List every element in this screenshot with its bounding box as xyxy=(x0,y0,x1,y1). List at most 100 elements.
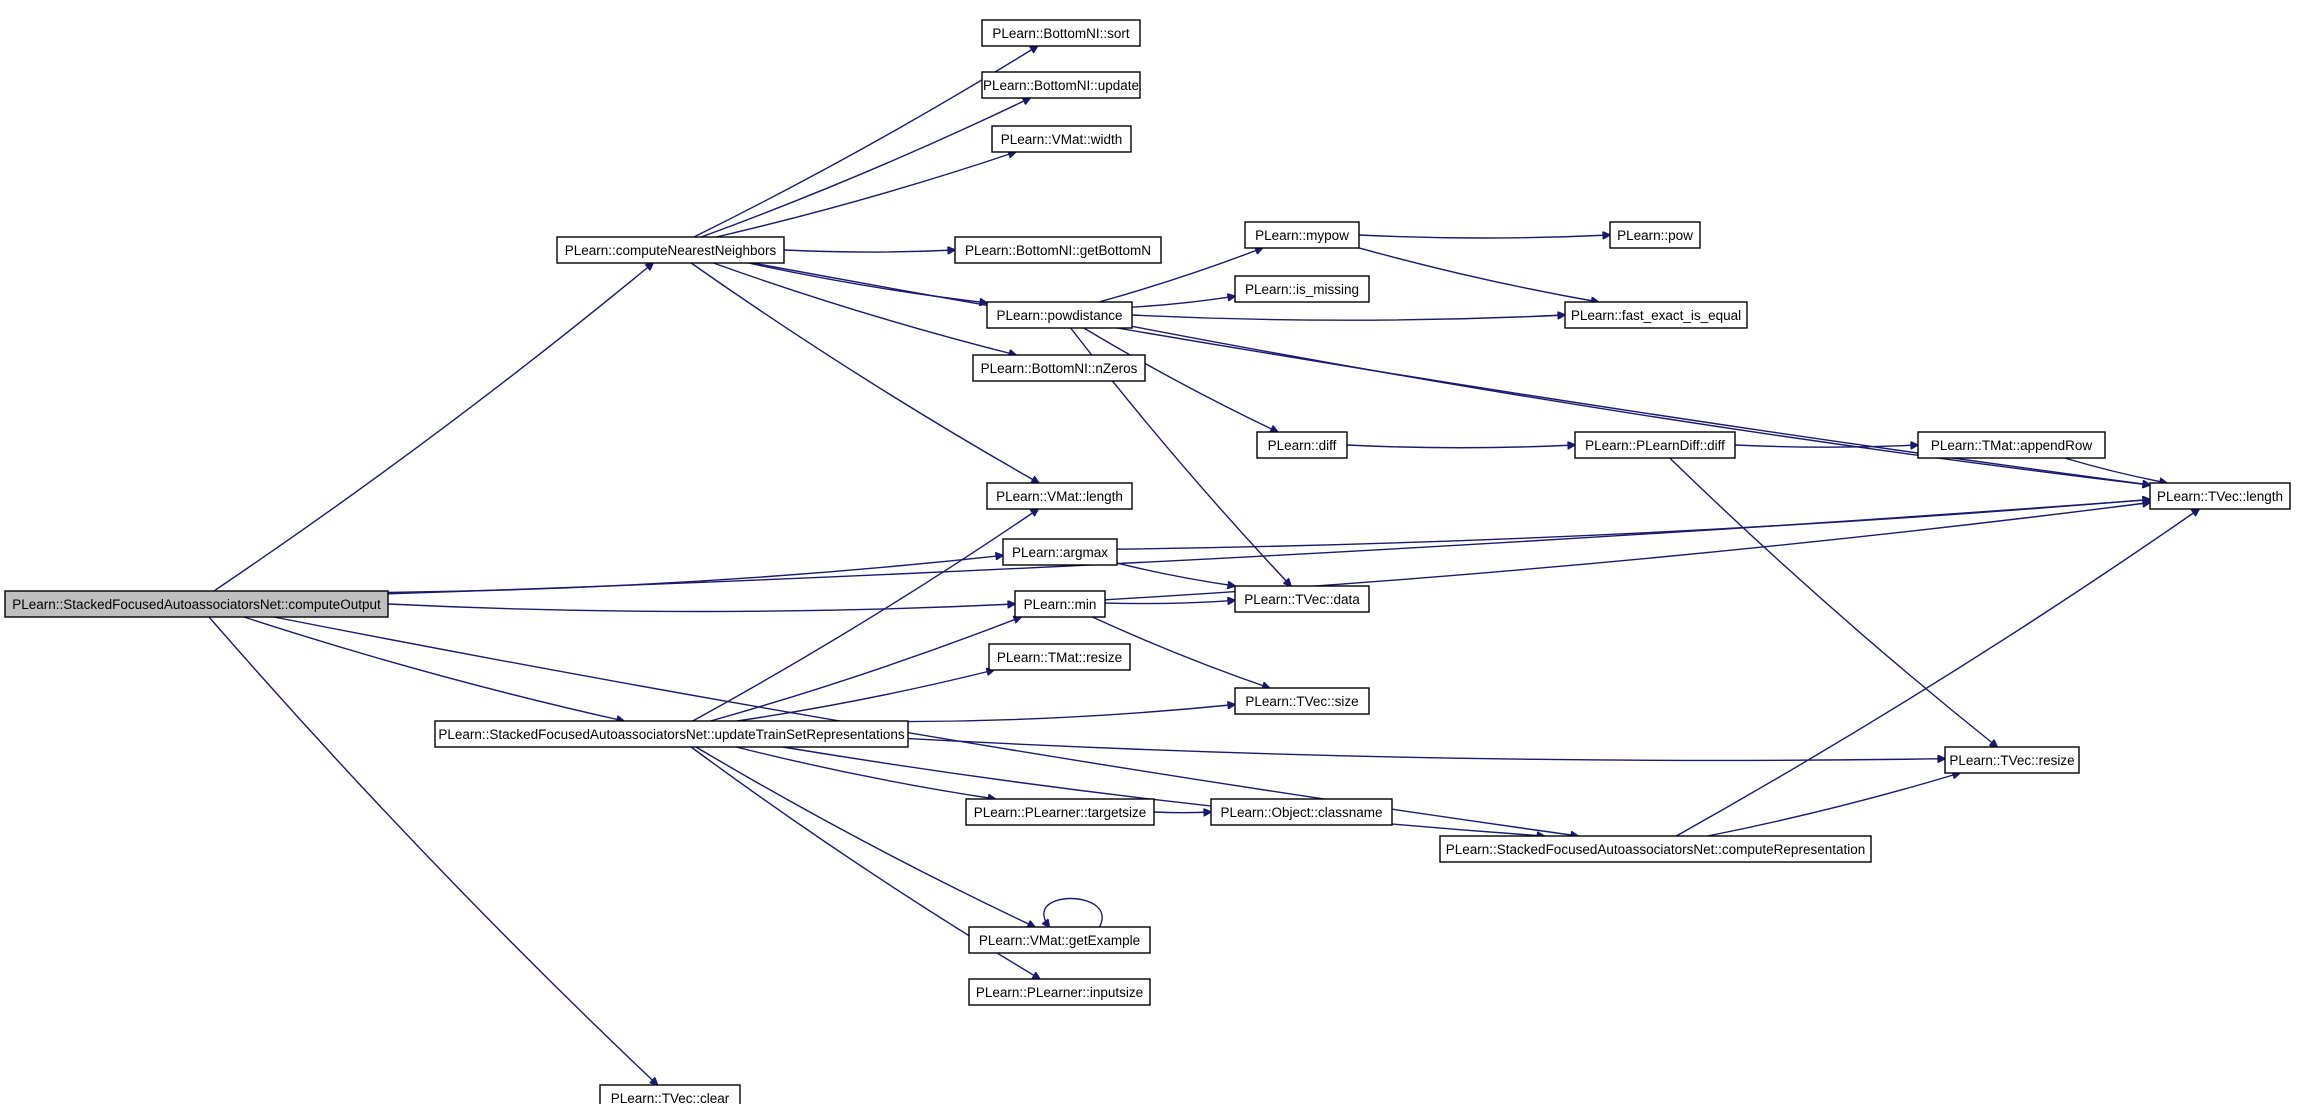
node-root[interactable]: PLearn::StackedFocusedAutoassociatorsNet… xyxy=(4,590,389,618)
node-box xyxy=(4,590,389,618)
node-min[interactable]: PLearn::min xyxy=(1014,590,1106,618)
edge-targetsize-to-classname xyxy=(1153,812,1211,813)
node-inputsize[interactable]: PLearn::PLearner::inputsize xyxy=(968,978,1151,1006)
node-cnn[interactable]: PLearn::computeNearestNeighbors xyxy=(556,236,785,264)
node-bngetbottom[interactable]: PLearn::BottomNI::getBottomN xyxy=(954,236,1162,264)
node-box xyxy=(1234,687,1370,715)
node-label: PLearn::argmax xyxy=(1012,545,1108,560)
edge-cnn-to-vmlength xyxy=(690,262,1039,483)
node-label: PLearn::fast_exact_is_equal xyxy=(1571,308,1741,323)
node-getexample[interactable]: PLearn::VMat::getExample xyxy=(968,926,1151,954)
edge-pldiff-to-appendrow xyxy=(1734,445,1918,447)
edges xyxy=(208,46,2199,1085)
node-box xyxy=(434,720,909,748)
node-tvresize[interactable]: PLearn::TVec::resize xyxy=(1944,746,2080,774)
node-label: PLearn::PLearner::inputsize xyxy=(976,985,1143,1000)
node-vmwidth[interactable]: PLearn::VMat::width xyxy=(991,125,1132,153)
edge-comprep-to-tvresize xyxy=(1707,773,1960,837)
node-label: PLearn::TMat::appendRow xyxy=(1931,438,2093,453)
node-box xyxy=(1234,585,1370,613)
edge-root-to-clear xyxy=(208,616,658,1085)
node-box xyxy=(2149,482,2291,510)
node-tvlength[interactable]: PLearn::TVec::length xyxy=(2149,482,2291,510)
node-label: PLearn::StackedFocusedAutoassociatorsNet… xyxy=(438,727,905,742)
node-pldiff[interactable]: PLearn::PLearnDiff::diff xyxy=(1574,431,1736,459)
node-label: PLearn::mypow xyxy=(1255,228,1349,243)
node-bnupdate[interactable]: PLearn::BottomNI::update xyxy=(981,71,1141,99)
node-clear[interactable]: PLearn::TVec::clear xyxy=(599,1084,741,1104)
edge-utsr-to-min xyxy=(710,617,1021,722)
node-bnsort[interactable]: PLearn::BottomNI::sort xyxy=(981,19,1141,47)
node-argmax[interactable]: PLearn::argmax xyxy=(1002,538,1118,566)
edge-powdist-to-diff xyxy=(1083,327,1278,432)
node-label: PLearn::PLearner::targetsize xyxy=(974,805,1147,820)
node-box xyxy=(968,978,1151,1006)
node-box xyxy=(986,301,1133,329)
edge-cnn-to-bngetbottom xyxy=(783,250,955,252)
node-box xyxy=(556,236,785,264)
node-bnnzeros[interactable]: PLearn::BottomNI::nZeros xyxy=(972,354,1146,382)
node-label: PLearn::Object::classname xyxy=(1220,805,1382,820)
edge-cnn-to-bnupdate xyxy=(701,98,1030,238)
node-box xyxy=(954,236,1162,264)
node-label: PLearn::pow xyxy=(1617,228,1693,243)
node-appendrow[interactable]: PLearn::TMat::appendRow xyxy=(1917,431,2106,459)
node-mypow[interactable]: PLearn::mypow xyxy=(1244,221,1360,249)
node-targetsize[interactable]: PLearn::PLearner::targetsize xyxy=(965,798,1155,826)
node-box xyxy=(1002,538,1118,566)
edge-pldiff-to-tvresize xyxy=(1669,457,1998,747)
node-label: PLearn::VMat::width xyxy=(1001,132,1123,147)
edge-argmax-to-tvlength xyxy=(1116,499,2150,550)
edge-cnn-to-powdist xyxy=(748,262,987,303)
node-ismissing[interactable]: PLearn::is_missing xyxy=(1234,275,1370,303)
edge-powdist-to-fastexact xyxy=(1131,315,1565,321)
node-fastexact[interactable]: PLearn::fast_exact_is_equal xyxy=(1564,301,1748,329)
edge-powdist-to-mypow xyxy=(1098,248,1263,303)
node-classname[interactable]: PLearn::Object::classname xyxy=(1210,798,1393,826)
edge-comprep-to-tvlength xyxy=(1675,509,2199,837)
node-label: PLearn::BottomNI::update xyxy=(983,78,1139,93)
edge-appendrow-to-tvlength xyxy=(2064,457,2167,483)
edge-root-to-utsr xyxy=(243,616,624,721)
node-box xyxy=(1944,746,2080,774)
node-box xyxy=(1917,431,2106,459)
node-tvsize[interactable]: PLearn::TVec::size xyxy=(1234,687,1370,715)
node-label: PLearn::TVec::resize xyxy=(1949,753,2074,768)
node-label: PLearn::VMat::length xyxy=(996,489,1123,504)
node-box xyxy=(981,71,1141,99)
node-label: PLearn::computeNearestNeighbors xyxy=(565,243,777,258)
node-label: PLearn::TVec::length xyxy=(2157,489,2283,504)
node-label: PLearn::VMat::getExample xyxy=(979,933,1140,948)
node-utsr[interactable]: PLearn::StackedFocusedAutoassociatorsNet… xyxy=(434,720,909,748)
node-box xyxy=(1439,835,1872,863)
edge-min-to-tvdata xyxy=(1104,600,1235,603)
node-label: PLearn::diff xyxy=(1268,438,1337,453)
node-label: PLearn::TVec::data xyxy=(1244,592,1360,607)
edge-getexample-to-getexample xyxy=(1044,897,1103,928)
node-comprep[interactable]: PLearn::StackedFocusedAutoassociatorsNet… xyxy=(1439,835,1872,863)
node-vmlength[interactable]: PLearn::VMat::length xyxy=(986,482,1133,510)
node-box xyxy=(965,798,1155,826)
edge-cnn-to-vmwidth xyxy=(716,152,1015,238)
node-tvdata[interactable]: PLearn::TVec::data xyxy=(1234,585,1370,613)
node-powdist[interactable]: PLearn::powdistance xyxy=(986,301,1133,329)
node-tmresize[interactable]: PLearn::TMat::resize xyxy=(988,643,1131,671)
edge-utsr-to-tvresize xyxy=(907,737,1945,761)
node-label: PLearn::TMat::resize xyxy=(997,650,1122,665)
node-box xyxy=(986,482,1133,510)
node-box xyxy=(1210,798,1393,826)
node-box xyxy=(991,125,1132,153)
node-diff[interactable]: PLearn::diff xyxy=(1256,431,1348,459)
node-label: PLearn::TVec::size xyxy=(1245,694,1358,709)
node-box xyxy=(968,926,1151,954)
edge-mypow-to-pow xyxy=(1358,235,1610,238)
edge-cnn-to-bnnzeros xyxy=(713,262,1016,355)
node-box xyxy=(1014,590,1106,618)
edge-utsr-to-tmresize xyxy=(736,670,994,722)
node-label: PLearn::StackedFocusedAutoassociatorsNet… xyxy=(12,597,381,612)
node-box xyxy=(1564,301,1748,329)
edge-argmax-to-tvdata xyxy=(1116,562,1235,586)
node-pow[interactable]: PLearn::pow xyxy=(1609,221,1701,249)
node-label: PLearn::min xyxy=(1024,597,1097,612)
